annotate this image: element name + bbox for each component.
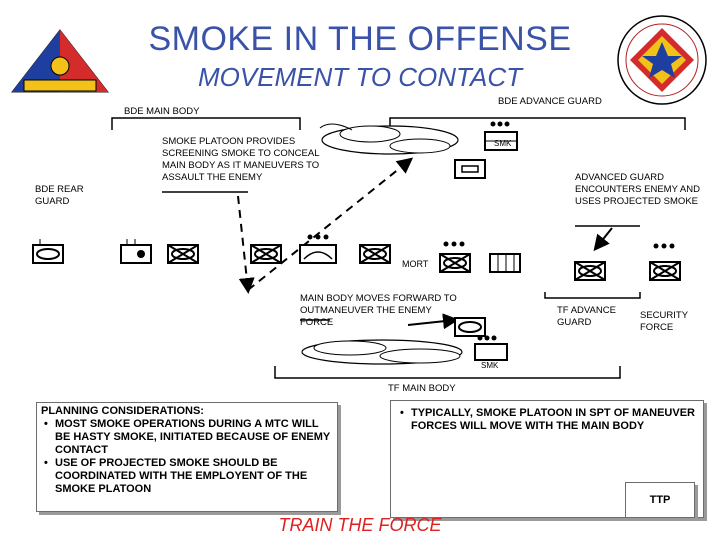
smoke-platoon-unit-top	[454, 121, 518, 179]
label-smk-bottom: SMK	[481, 361, 499, 370]
label-tf-advance-guard: TF ADVANCE GUARD	[557, 305, 616, 328]
planning-list: MOST SMOKE OPERATIONS DURING A MTC WILL …	[41, 418, 333, 496]
list-item: USE OF PROJECTED SMOKE SHOULD BE COORDIN…	[41, 457, 333, 496]
typically-list: TYPICALLY, SMOKE PLATOON IN SPT OF MANEU…	[397, 407, 697, 433]
label-bde-main-body: BDE MAIN BODY	[124, 106, 200, 117]
smoke-cloud-bottom	[301, 339, 463, 365]
label-smk-top: SMK	[494, 139, 512, 148]
label-bde-advance-guard: BDE ADVANCE GUARD	[498, 96, 602, 107]
ntc-logo	[10, 29, 110, 93]
arrow-main-body	[407, 313, 459, 330]
train-the-force-footer: TRAIN THE FORCE	[278, 515, 442, 535]
dashed-arrow-up	[237, 195, 255, 294]
tf-main-body-bracket	[274, 366, 621, 379]
ops-group-logo	[617, 15, 707, 105]
smoke-cloud-top	[319, 123, 459, 155]
dashed-arrow-smoke	[247, 157, 414, 291]
list-item: MOST SMOKE OPERATIONS DURING A MTC WILL …	[41, 418, 333, 457]
main-body-bracket	[111, 117, 301, 130]
unit-symbol-row	[32, 234, 681, 361]
main-body-note: MAIN BODY MOVES FORWARD TO OUTMANEUVER T…	[300, 293, 457, 328]
page-title: SMOKE IN THE OFFENSE	[148, 20, 572, 58]
planning-considerations-box: PLANNING CONSIDERATIONS: MOST SMOKE OPER…	[36, 402, 338, 512]
planning-heading: PLANNING CONSIDERATIONS:	[41, 405, 204, 417]
smoke-platoon-note: SMOKE PLATOON PROVIDES SCREENING SMOKE T…	[162, 136, 320, 183]
advance-guard-bracket	[389, 117, 686, 130]
label-bde-rear-guard: BDE REAR GUARD	[35, 184, 84, 207]
arrow-advanced-guard	[593, 227, 613, 252]
label-mort: MORT	[402, 259, 429, 269]
list-item: TYPICALLY, SMOKE PLATOON IN SPT OF MANEU…	[397, 407, 697, 433]
label-tf-main-body: TF MAIN BODY	[388, 383, 456, 394]
ttp-box: TTP	[625, 482, 695, 518]
advanced-guard-note: ADVANCED GUARD ENCOUNTERS ENEMY AND USES…	[575, 172, 700, 207]
label-security-force: SECURITY FORCE	[640, 310, 688, 333]
page-subtitle: MOVEMENT TO CONTACT	[197, 62, 523, 92]
tf-advance-guard-bracket	[544, 292, 641, 299]
